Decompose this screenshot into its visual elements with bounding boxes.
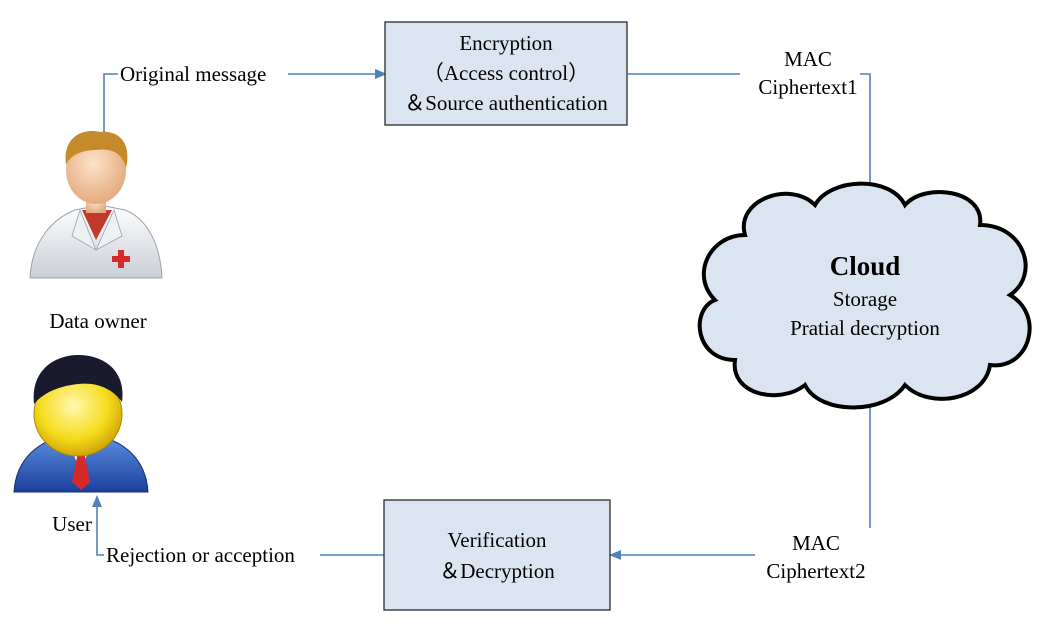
data-owner-label: Data owner [49, 309, 146, 333]
user-icon [13, 354, 149, 493]
verification-line2: ＆Decryption [439, 559, 555, 583]
cloud-line2: Pratial decryption [790, 316, 940, 340]
label-mac-1: MAC [784, 47, 832, 71]
verification-line1: Verification [447, 528, 547, 552]
cloud-title: Cloud [830, 251, 901, 281]
cloud: Cloud Storage Pratial decryption [697, 181, 1032, 410]
label-ciphertext2: Ciphertext2 [766, 559, 865, 583]
verification-box: Verification ＆Decryption [383, 499, 611, 611]
label-ciphertext1: Ciphertext1 [758, 75, 857, 99]
encryption-line2: （Access control） [423, 61, 589, 85]
cloud-line1: Storage [833, 287, 897, 311]
doctor-icon [29, 130, 163, 279]
encryption-line1: Encryption [459, 31, 553, 55]
user-label: User [52, 512, 92, 536]
encryption-box: Encryption （Access control） ＆Source auth… [384, 21, 628, 126]
encryption-line3: ＆Source authentication [404, 91, 608, 115]
label-original-message: Original message [120, 62, 266, 86]
label-rejection: Rejection or acception [106, 543, 295, 567]
edge-labels: Original message MAC Ciphertext1 MAC Cip… [104, 47, 875, 584]
cloud-shape [697, 181, 1032, 410]
label-mac-2: MAC [792, 531, 840, 555]
edge-ciphertext1 [628, 73, 875, 196]
edge-original-message [103, 69, 387, 148]
